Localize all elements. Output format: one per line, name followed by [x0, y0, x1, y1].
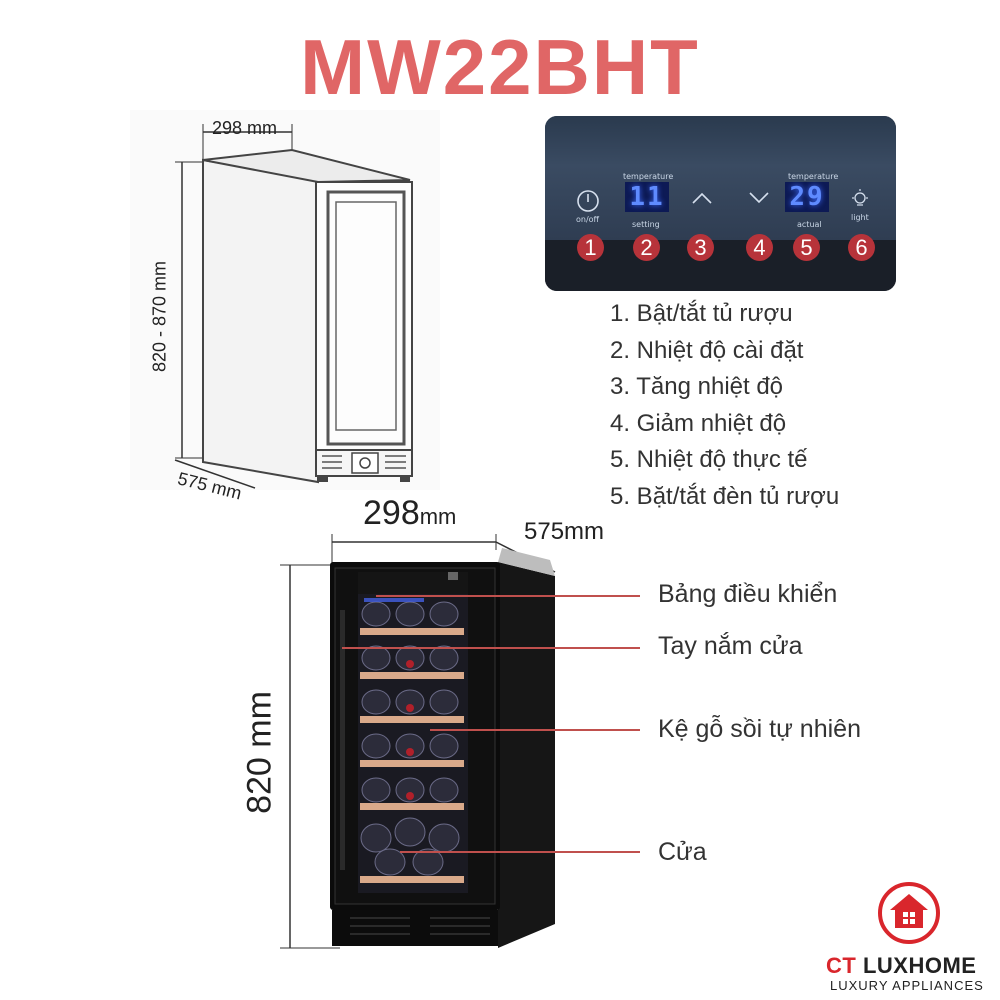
cabinet-line-drawing [130, 110, 440, 490]
badge-6: 6 [848, 234, 875, 261]
badge-4: 4 [746, 234, 773, 261]
feature-item: 4. Giảm nhiệt độ [610, 409, 787, 437]
chevron-up-icon [692, 192, 712, 204]
feature-item: 1. Bật/tắt tủ rượu [610, 300, 793, 327]
badge-1: 1 [577, 234, 604, 261]
feature-item: 3. Tăng nhiệt độ [610, 373, 784, 400]
front-width-number: 298 [363, 494, 420, 532]
control-panel-closeup: on/off temperature 11 setting temperatur… [545, 116, 896, 291]
wine-cooler-front [280, 534, 556, 949]
callout-door-handle: Tay nắm cửa [658, 632, 803, 660]
top-width-label: 298 mm [212, 118, 278, 138]
actual-display: 29 [785, 182, 829, 212]
feature-item: 2. Nhiệt độ cài đặt [610, 336, 804, 364]
onoff-label: on/off [576, 215, 600, 224]
light-label: light [851, 213, 869, 222]
front-depth-label: 575mm [524, 518, 605, 545]
light-bulb-icon [852, 189, 868, 206]
temperature-label-left: temperature [623, 172, 674, 181]
brand-lux: LUXHOME [862, 953, 977, 978]
feature-list: 1. Bật/tắt tủ rượu 2. Nhiệt độ cài đặt 3… [610, 296, 839, 515]
brand-ct: CT [826, 953, 857, 978]
badge-5: 5 [793, 234, 820, 261]
front-width-label: 298mm [363, 494, 456, 533]
brand-tagline: LUXURY APPLIANCES [830, 978, 984, 993]
badge-2: 2 [633, 234, 660, 261]
callout-door: Cửa [658, 838, 707, 866]
front-width-unit: mm [419, 504, 457, 529]
feature-item: 5. Nhiệt độ thực tế [610, 446, 808, 473]
callout-oak-shelves: Kệ gỗ sồi tự nhiên [658, 715, 861, 743]
page-title: MW22BHT [300, 23, 700, 111]
temperature-label-right: temperature [788, 172, 839, 181]
feature-item: 5. Bặt/tắt đèn tủ rượu [610, 482, 840, 510]
brand-logo-text: CT LUXHOME [826, 953, 976, 979]
chevron-down-icon [749, 192, 769, 204]
setting-display: 11 [625, 182, 669, 212]
setting-label: setting [632, 220, 660, 229]
callout-control-panel: Bảng điều khiển [658, 580, 838, 608]
house-logo-icon [878, 882, 940, 944]
actual-label: actual [797, 220, 822, 229]
badge-3: 3 [687, 234, 714, 261]
power-icon [577, 190, 599, 212]
